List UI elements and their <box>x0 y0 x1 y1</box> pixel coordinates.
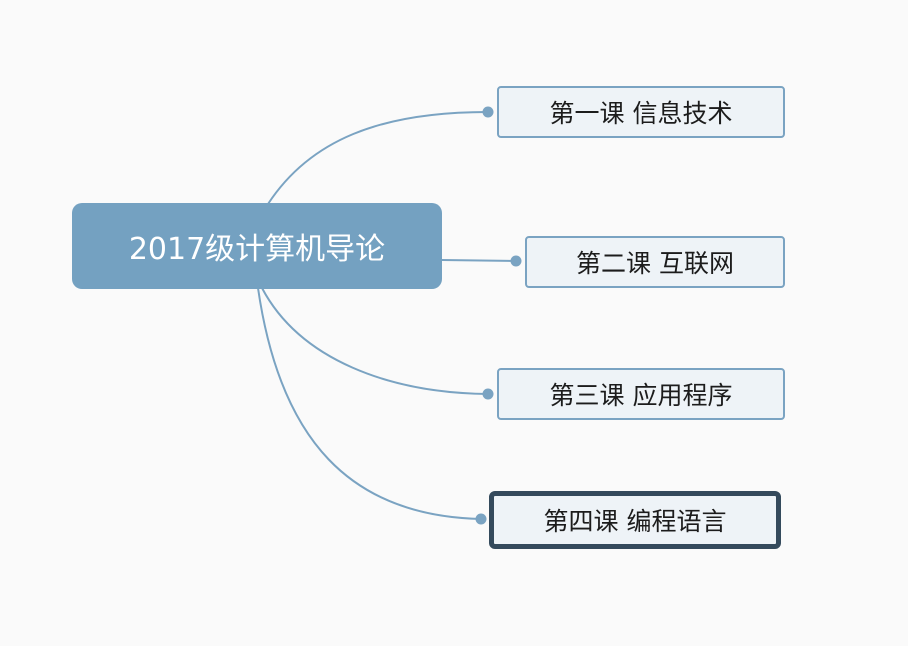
central-topic-label: 2017级计算机导论 <box>128 232 386 267</box>
connector-line-3 <box>261 287 489 395</box>
connector-dot-4 <box>475 513 487 525</box>
connector-dot-3 <box>482 388 494 400</box>
topic-label: 第二课 互联网 <box>576 249 734 278</box>
connector-line-1 <box>267 111 489 205</box>
topic-label: 第一课 信息技术 <box>549 99 733 128</box>
connector-dot-1 <box>482 106 494 118</box>
connector-line-2 <box>441 259 517 262</box>
topic-lesson-4-selected[interactable]: 第四课 编程语言 <box>489 491 781 549</box>
topic-label: 第三课 应用程序 <box>549 381 733 410</box>
connector-dot-2 <box>510 255 522 267</box>
topic-lesson-3[interactable]: 第三课 应用程序 <box>497 368 785 420</box>
connector-line-4 <box>257 287 482 520</box>
topic-lesson-2[interactable]: 第二课 互联网 <box>525 236 785 288</box>
topic-lesson-1[interactable]: 第一课 信息技术 <box>497 86 785 138</box>
topic-label: 第四课 编程语言 <box>543 507 727 536</box>
central-topic[interactable]: 2017级计算机导论 <box>72 203 442 289</box>
